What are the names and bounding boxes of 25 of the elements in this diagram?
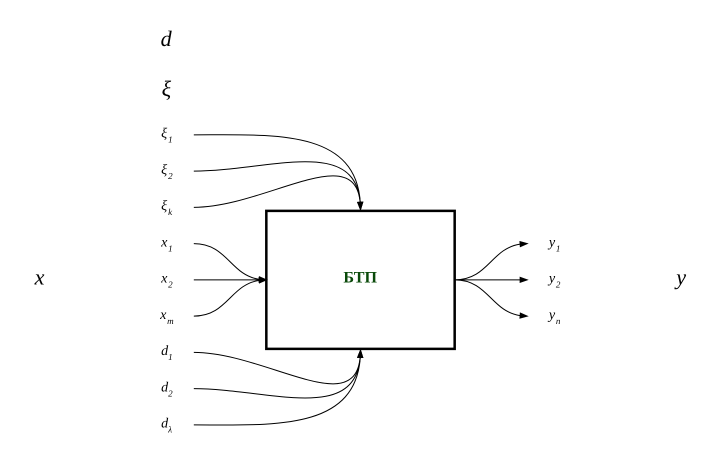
node-box: БТП: [265, 210, 456, 350]
node-text: d$_{2}$: [161, 379, 173, 398]
node-text: y$_{n}$: [548, 306, 560, 326]
label: ξ: [162, 76, 172, 102]
arrow: [194, 348, 364, 384]
arrow: [194, 161, 364, 211]
node-text: x$_{m}$: [160, 306, 174, 326]
arrow: [194, 134, 364, 211]
label: y: [676, 264, 686, 290]
node-text: y$_{1}$: [548, 234, 560, 254]
arrow: [454, 240, 529, 280]
label: x: [34, 264, 45, 290]
node-text: y$_{2}$: [548, 270, 560, 290]
node-text: x$_{2}$: [161, 270, 173, 290]
arrow: [194, 348, 364, 426]
arrow: [194, 348, 364, 398]
node-text: x$_{1}$: [161, 234, 173, 254]
node-text: ξ$_{2}$: [161, 162, 173, 181]
node-text: ξ$_{k}$: [161, 198, 172, 218]
arrow: [194, 175, 364, 211]
arrow: [454, 279, 529, 319]
label: d: [160, 26, 172, 51]
node-text: ξ$_{1}$: [161, 126, 173, 145]
node-text: d$_{1}$: [161, 343, 173, 362]
node-text: d$_{λ}$: [161, 416, 172, 435]
